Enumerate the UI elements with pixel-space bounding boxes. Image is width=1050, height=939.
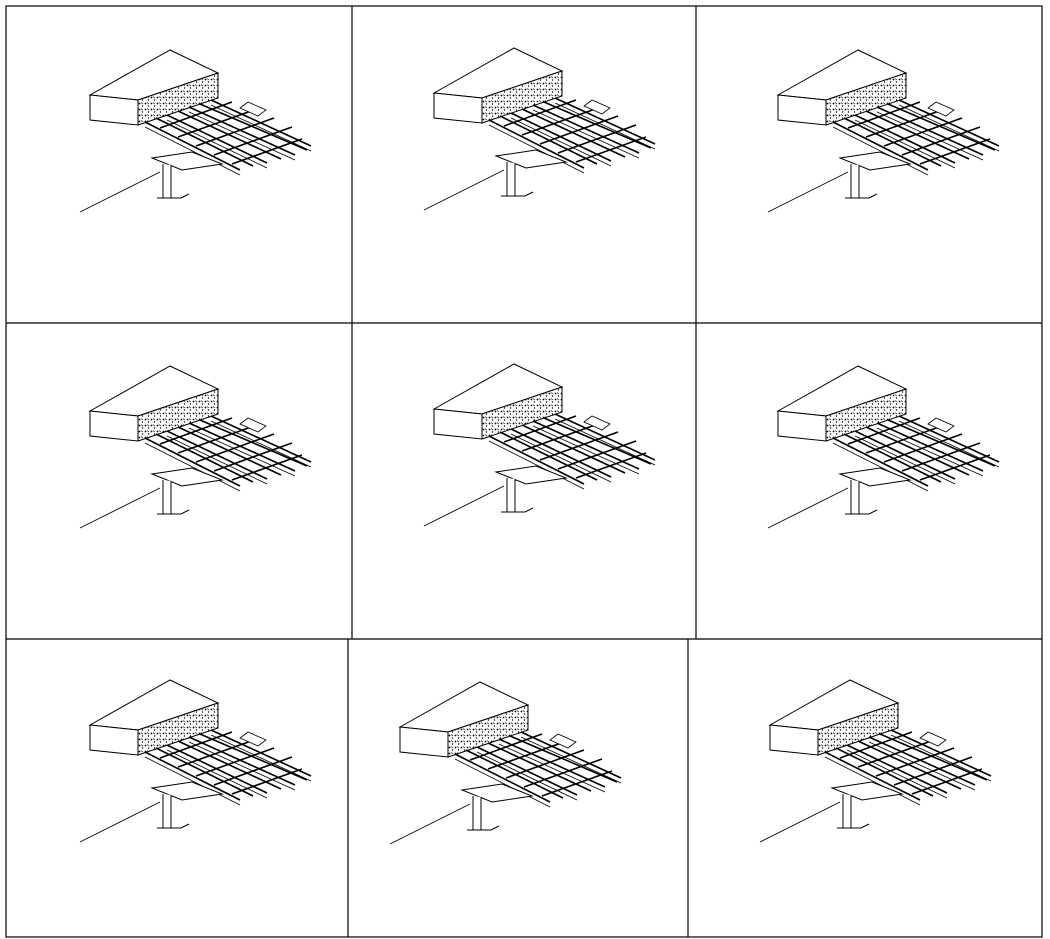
composite-slab-detail-4 bbox=[79, 365, 312, 529]
sheet-border bbox=[5, 5, 1043, 938]
composite-slab-detail-7 bbox=[79, 679, 312, 843]
composite-slab-detail-2 bbox=[423, 47, 656, 211]
composite-slab-detail-6 bbox=[767, 365, 1000, 529]
composite-slab-detail-1 bbox=[79, 49, 312, 213]
sheet-grid bbox=[5, 5, 1043, 938]
composite-slab-detail-8 bbox=[389, 681, 622, 845]
composite-slab-detail-9 bbox=[759, 679, 992, 843]
composite-slab-detail-3 bbox=[767, 49, 1000, 213]
composite-slab-detail-5 bbox=[423, 363, 656, 527]
